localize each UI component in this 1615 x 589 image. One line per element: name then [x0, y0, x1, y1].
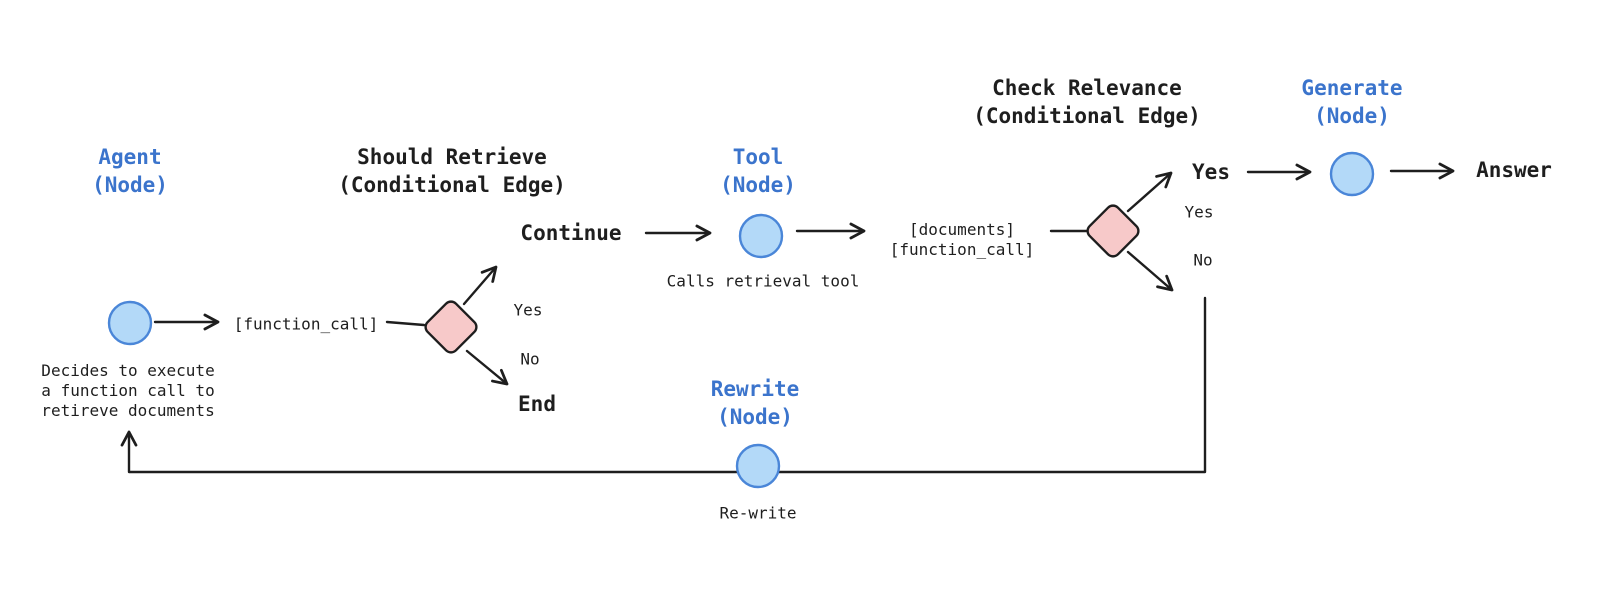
agent-node-title: Agent(Node) [92, 145, 168, 197]
should-retrieve-no-label: No [520, 349, 540, 369]
check-relevance-diamond [1086, 204, 1140, 258]
continue-label: Continue [520, 221, 622, 245]
edge-should-retrieve-no [465, 349, 509, 386]
edge-check-relevance-no [1126, 250, 1174, 292]
edge-rewrite-loop-to-agent [120, 296, 1207, 474]
answer-label: Answer [1476, 158, 1552, 182]
edge-check-relevance-yes [1126, 171, 1173, 213]
check-relevance-no-label: No [1193, 250, 1213, 270]
function-call-state-label: [function_call] [233, 314, 379, 334]
generate-node-title: Generate(Node) [1301, 76, 1403, 128]
edge-should-retrieve-yes [462, 265, 498, 306]
rewrite-node-circle [735, 443, 781, 489]
end-label: End [518, 392, 556, 416]
rewrite-node-title: Rewrite(Node) [710, 377, 800, 429]
should-retrieve-yes-label: Yes [513, 300, 543, 320]
check-relevance-title: Check Relevance(Conditional Edge) [973, 76, 1201, 128]
agent-node-circle [107, 300, 153, 346]
should-retrieve-title: Should Retrieve(Conditional Edge) [338, 145, 566, 197]
tool-node-title: Tool(Node) [720, 145, 796, 197]
check-relevance-yes-target-label: Yes [1192, 160, 1230, 184]
check-relevance-yes-label: Yes [1184, 202, 1214, 222]
generate-node-circle [1329, 151, 1375, 197]
rewrite-description: Re-write [719, 503, 797, 523]
tool-description: Calls retrieval tool [666, 271, 860, 291]
edge-function-call-to-should-retrieve [385, 320, 426, 327]
documents-state-label: [documents][function_call] [889, 220, 1035, 259]
tool-node-circle [738, 213, 784, 259]
should-retrieve-diamond [424, 300, 478, 354]
